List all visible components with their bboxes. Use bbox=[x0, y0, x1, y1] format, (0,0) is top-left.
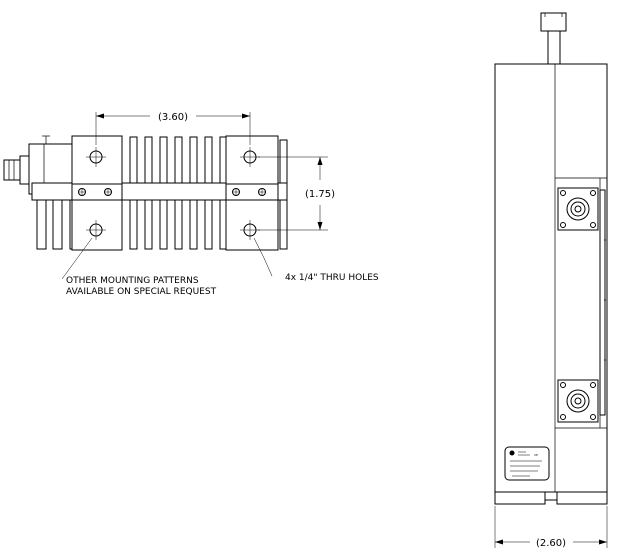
side-view: CE (2.60) bbox=[494, 12, 608, 549]
dimension-horizontal: (3.60) bbox=[95, 112, 251, 145]
dimension-width: (2.60) bbox=[494, 506, 608, 549]
dimension-label-vertical: (1.75) bbox=[305, 189, 335, 200]
leader-lines bbox=[61, 237, 273, 280]
note-mounting-patterns-line1: OTHER MOUNTING PATTERNS bbox=[66, 276, 199, 286]
note-thru-holes: 4x 1/4" THRU HOLES bbox=[285, 273, 379, 283]
top-view: (3.60) (1.75) OTHER MOUNTING PATTERNS AV… bbox=[3, 112, 379, 297]
n-connector-top bbox=[557, 187, 599, 231]
top-stub bbox=[540, 12, 567, 65]
note-mounting-patterns-line2: AVAILABLE ON SPECIAL REQUEST bbox=[66, 287, 217, 297]
n-connector-bottom bbox=[557, 379, 599, 423]
label-plate: CE bbox=[504, 446, 550, 481]
dimension-label-spacing: (3.60) bbox=[158, 112, 188, 123]
dimension-label-width: (2.60) bbox=[536, 538, 566, 549]
bottom-feet bbox=[494, 491, 608, 505]
dimension-vertical: (1.75) bbox=[258, 156, 335, 231]
thru-holes bbox=[86, 147, 260, 240]
screws bbox=[78, 188, 266, 196]
label-plate-mark: CE bbox=[534, 453, 538, 457]
